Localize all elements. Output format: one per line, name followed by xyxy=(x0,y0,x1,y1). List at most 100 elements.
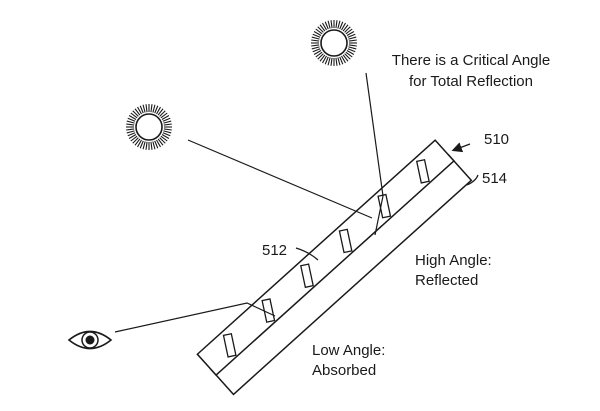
sun-ray xyxy=(327,20,331,29)
sun-ray xyxy=(319,54,326,62)
sun-ray xyxy=(145,104,148,113)
sun-ray xyxy=(134,108,141,116)
sun-ray xyxy=(142,141,146,150)
sun-ray xyxy=(311,39,320,42)
sun-ray xyxy=(347,33,356,38)
sun-ray xyxy=(345,28,353,35)
critical-angle-line-1: There is a Critical Angle xyxy=(392,52,550,69)
sun-ray xyxy=(154,105,159,114)
sun-ray xyxy=(152,104,156,113)
sun-disc xyxy=(135,113,163,141)
low-angle-line-1: Low Angle: xyxy=(312,342,385,359)
sun-ray xyxy=(346,31,355,36)
sun-ray xyxy=(161,134,170,139)
sun-ray xyxy=(312,48,321,53)
sun-ray xyxy=(159,137,166,144)
ref-510-label: 510 xyxy=(484,131,509,148)
critical-angle-line-2: for Total Reflection xyxy=(409,73,533,90)
sun-ray xyxy=(130,135,138,142)
sun-ray xyxy=(335,20,338,29)
sun-ray xyxy=(347,48,356,53)
ref-510-arrow xyxy=(451,142,471,153)
sun-ray xyxy=(137,106,142,115)
sun-ray xyxy=(330,57,333,66)
sun-ray xyxy=(319,24,326,32)
high-angle-ray-reflected xyxy=(374,195,384,236)
sun-ray xyxy=(142,104,146,113)
film-layer xyxy=(196,139,455,377)
high-angle-line-1: High Angle: xyxy=(415,252,492,269)
sun-ray xyxy=(348,39,357,42)
sun-ray xyxy=(162,132,171,137)
sun-ray xyxy=(126,130,135,134)
eye-sight-line xyxy=(114,302,276,333)
low-angle-line-2: Absorbed xyxy=(312,362,376,379)
low-angle-ray xyxy=(187,139,373,219)
sun-ray xyxy=(130,112,138,119)
sun-ray xyxy=(315,51,323,58)
sun-ray xyxy=(337,57,341,66)
eye-icon xyxy=(67,330,113,350)
sun-ray xyxy=(145,141,148,150)
sun-ray xyxy=(311,44,320,47)
sun-ray xyxy=(322,22,327,31)
sun-ray xyxy=(313,50,322,55)
sun-ray xyxy=(134,138,141,146)
sun-ray xyxy=(324,56,329,65)
sun-ray xyxy=(139,105,144,114)
louver-element xyxy=(415,158,430,184)
sun-ray xyxy=(348,44,357,47)
sun-ray xyxy=(154,140,159,149)
sun-ray xyxy=(342,54,349,62)
sun-ray xyxy=(315,28,323,35)
louver-elements xyxy=(222,158,430,358)
sun-ray xyxy=(311,36,320,40)
sun-ray xyxy=(163,128,172,131)
sun-ray xyxy=(163,123,172,126)
sun-ray xyxy=(150,104,153,113)
louver-element xyxy=(300,263,314,289)
sun-ray xyxy=(128,134,137,139)
sun-ray xyxy=(127,117,136,122)
sun-ray xyxy=(152,141,156,150)
sun-ray xyxy=(339,56,344,65)
sun-ray xyxy=(157,108,164,116)
sun-ray xyxy=(163,130,172,134)
sun-ray xyxy=(139,140,144,149)
sun-ray xyxy=(127,132,136,137)
ref-514-leader xyxy=(466,174,479,186)
sun-ray xyxy=(337,20,341,29)
sun-ray xyxy=(159,110,166,117)
sun-ray xyxy=(156,139,161,148)
sun-ray xyxy=(163,120,172,124)
sun-ray xyxy=(317,26,324,33)
sun-ray xyxy=(322,55,327,64)
ref-512-label: 512 xyxy=(262,242,287,259)
sun-ray xyxy=(160,112,168,119)
ref-514-label: 514 xyxy=(482,170,507,187)
sun-ray xyxy=(346,50,355,55)
sun-ray xyxy=(339,21,344,30)
sun-ray xyxy=(150,141,153,150)
panel-510 xyxy=(196,139,473,396)
sun-ray xyxy=(317,53,324,60)
sun-ray xyxy=(126,120,135,124)
sun-disc xyxy=(320,29,348,57)
sun-ray xyxy=(156,106,161,115)
sun-ray xyxy=(312,33,321,38)
sun-ray xyxy=(162,117,171,122)
sun-ray xyxy=(344,53,351,60)
sun-ray xyxy=(128,115,137,120)
ref-512-leader xyxy=(295,247,319,261)
sun-ray xyxy=(345,51,353,58)
sun-rays xyxy=(311,20,357,66)
sun-ray xyxy=(137,139,142,148)
sun-ray xyxy=(342,24,349,32)
sun-ray xyxy=(132,137,139,144)
sun-ray xyxy=(330,20,333,29)
sun-ray xyxy=(324,21,329,30)
high-angle-line-2: Reflected xyxy=(415,272,478,289)
sun-ray xyxy=(313,31,322,36)
sun-icon-high xyxy=(311,20,357,66)
sun-ray xyxy=(348,46,357,50)
